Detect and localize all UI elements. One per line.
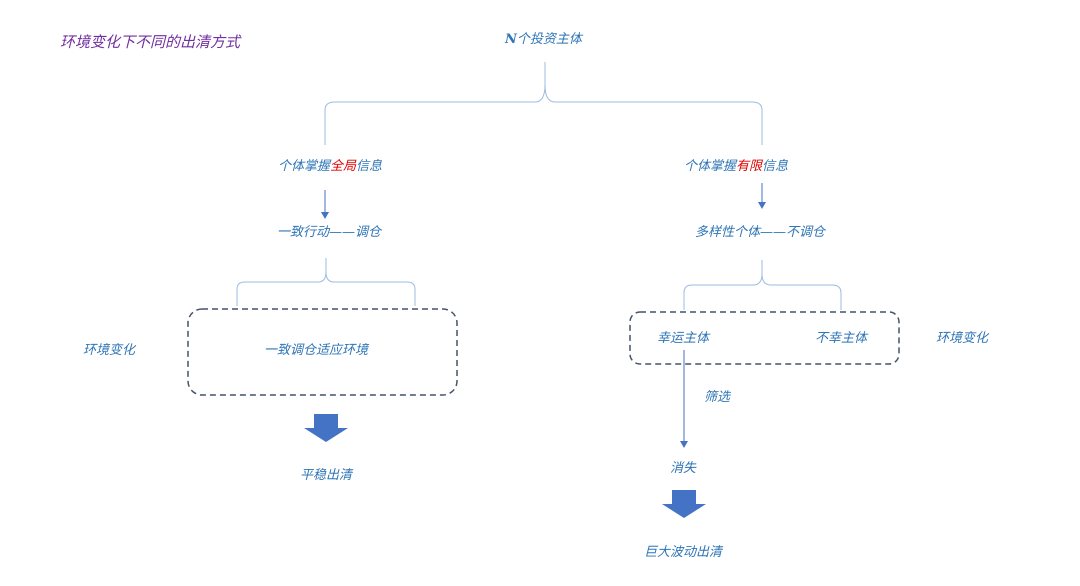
right-block-arrow (662, 490, 706, 518)
root-node: N个投资主体 (505, 32, 582, 48)
right-env-change: 环境变化 (936, 331, 989, 346)
right-info-highlight: 有限 (736, 159, 763, 174)
filter-label: 筛选 (704, 390, 731, 405)
left-info-pre: 个体掌握 (278, 159, 331, 174)
right-brace (683, 260, 842, 310)
left-dashed-box (187, 308, 458, 396)
unlucky-entity: 不幸主体 (815, 331, 868, 346)
right-action-node: 多样性个体——不调仓 (695, 225, 826, 240)
left-info-highlight: 全局 (330, 159, 357, 174)
right-dashed-box (629, 311, 900, 365)
right-info-node: 个体掌握有限信息 (684, 159, 788, 175)
left-brace (236, 258, 416, 306)
left-box-text: 一致调仓适应环境 (264, 343, 369, 358)
right-info-post: 信息 (762, 159, 789, 174)
lucky-entity: 幸运主体 (657, 331, 710, 346)
right-result: 巨大波动出清 (644, 545, 723, 560)
left-block-arrow (304, 414, 348, 442)
root-prefix: N (505, 32, 517, 47)
left-info-post: 信息 (356, 159, 383, 174)
diagram-title: 环境变化下不同的出清方式 (60, 33, 241, 51)
right-info-pre: 个体掌握 (684, 159, 737, 174)
root-label: 个投资主体 (516, 32, 582, 47)
left-action-node: 一致行动——调仓 (277, 225, 382, 240)
left-result: 平稳出清 (300, 468, 353, 483)
left-info-node: 个体掌握全局信息 (278, 159, 382, 175)
top-brace (324, 62, 763, 145)
vanish-node: 消失 (670, 461, 697, 476)
left-env-change: 环境变化 (83, 343, 136, 358)
